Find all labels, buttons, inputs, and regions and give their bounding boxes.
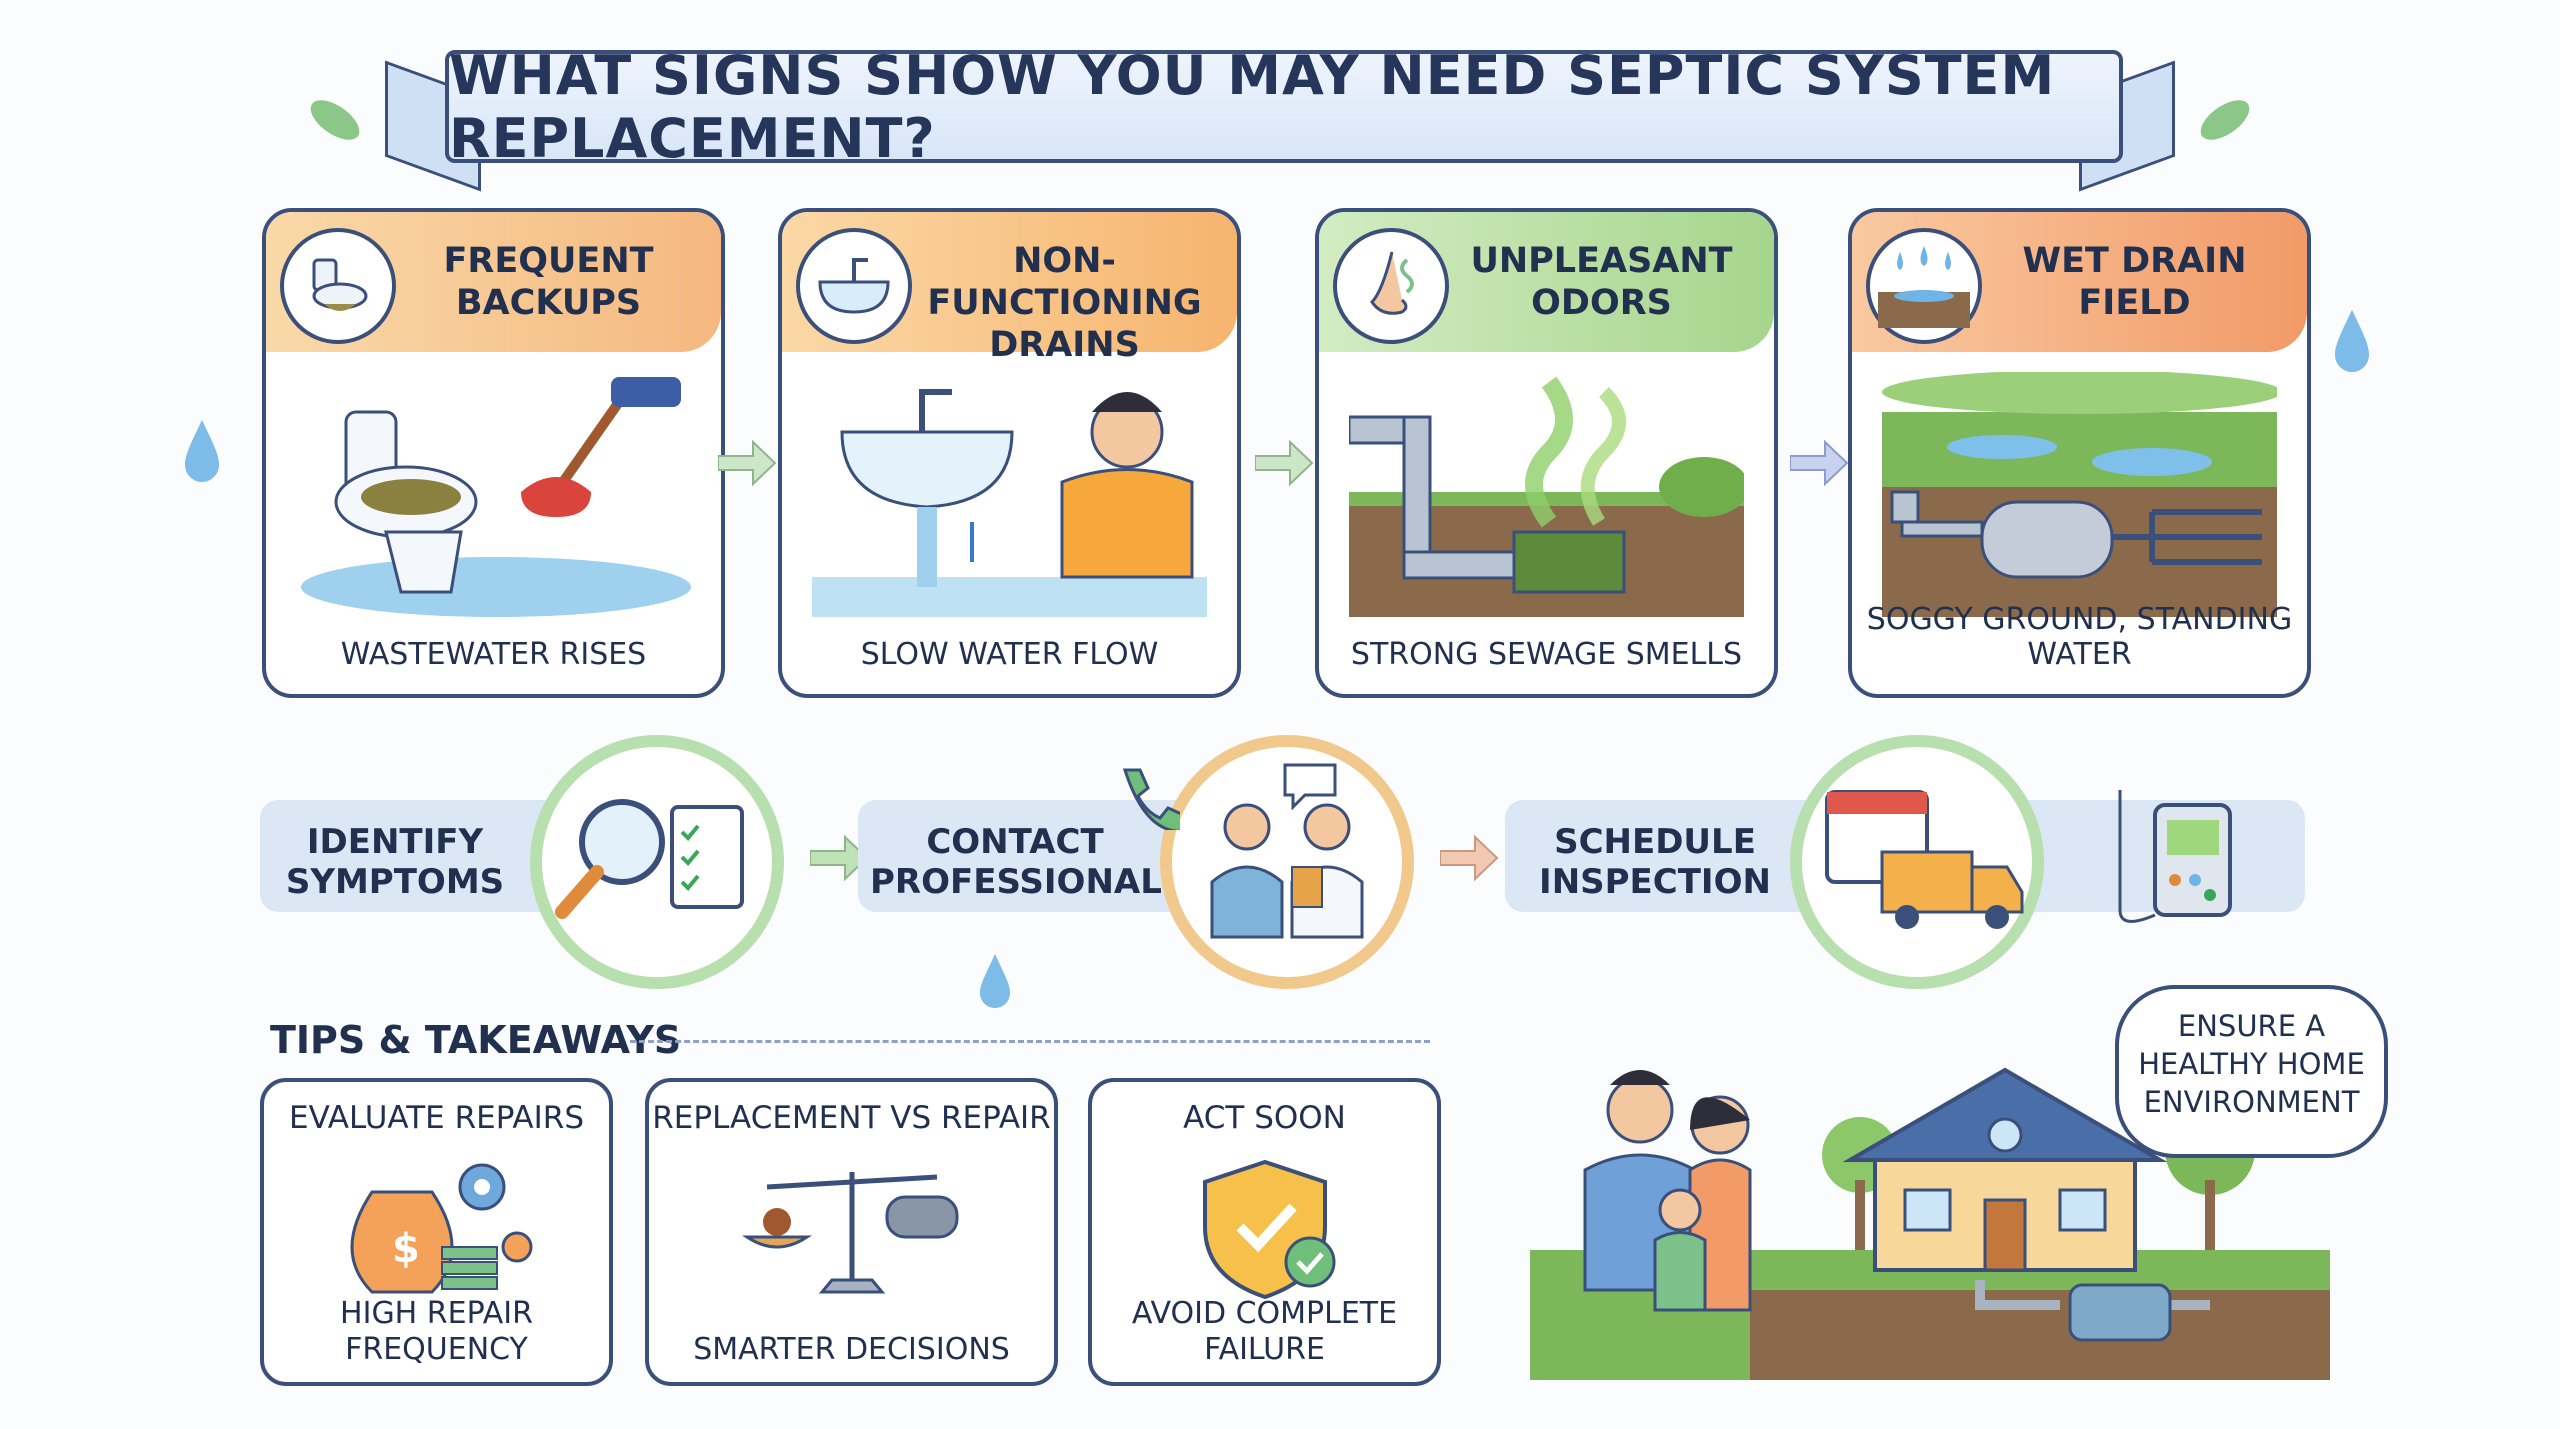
arrow-right-icon [810,834,869,882]
tip-title: ACT SOON [1183,1100,1346,1136]
tip-caption: AVOID COMPLETE FAILURE [1131,1296,1398,1367]
balance-scale-icon [741,1172,958,1294]
sewage-smell-scene [1349,376,1744,617]
family-house-icon [1530,1067,2330,1380]
sign-card-odors: UNPLEASANT ODORS STRONG SEWAGE SMELLS [1315,208,1778,698]
speech-bubble: ENSURE A HEALTHY HOME ENVIRONMENT [2115,985,2388,1158]
svg-text:$: $ [392,1226,420,1272]
tip-card-act-soon: ACT SOON AVOID COMPLETE FAILURE [1088,1078,1441,1386]
moisture-meter-icon [2118,790,2232,923]
slow-drain-scene [812,389,1207,617]
wet-field-scene [1882,372,2277,617]
money-bag-gear-icon: $ [350,1163,532,1294]
card-caption: STRONG SEWAGE SMELLS [1350,637,1743,672]
step-label: SCHEDULE INSPECTION [1539,822,1771,902]
tip-title: REPLACEMENT VS REPAIR [652,1100,1051,1136]
shield-check-icon [1202,1159,1335,1300]
arrow-right-icon [1255,439,1314,487]
title-banner: WHAT SIGNS SHOW YOU MAY NEED SEPTIC SYST… [385,44,2175,192]
arrow-right-icon [1790,439,1849,487]
water-drop-icon [185,420,219,482]
tip-card-replacement: REPLACEMENT VS REPAIR SMARTER DECISIONS [645,1078,1058,1386]
sink-icon [796,228,912,344]
tips-heading: TIPS & TAKEAWAYS [270,1018,682,1062]
tip-title: EVALUATE REPAIRS [288,1100,584,1136]
tip-caption: SMARTER DECISIONS [693,1332,1010,1367]
banner-body: WHAT SIGNS SHOW YOU MAY NEED SEPTIC SYST… [445,44,2123,170]
chat-bubble-icon [1283,763,1337,810]
leaf-icon [310,100,360,140]
magnifier-checklist-icon [530,735,784,989]
water-drop-icon [2335,310,2369,372]
card-title: WET DRAIN FIELD [2022,241,2247,323]
card-title: NON-FUNCTIONING DRAINS [927,241,1202,365]
divider [630,1040,1430,1043]
arrow-right-icon [718,439,777,487]
card-title: UNPLEASANT ODORS [1470,241,1733,323]
tip-card-evaluate: EVALUATE REPAIRS $ HIGH REPAIR FREQUENCY [260,1078,613,1386]
nose-icon [1333,228,1449,344]
page-title: WHAT SIGNS SHOW YOU MAY NEED SEPTIC SYST… [449,43,2056,170]
phone-icon [1122,768,1180,830]
step-label: IDENTIFY SYMPTOMS [285,822,505,902]
backup-scene [301,377,691,617]
card-caption: WASTEWATER RISES [340,637,647,672]
toilet-icon [280,228,396,344]
water-drop-icon [980,954,1010,1008]
leaf-icon [2200,100,2250,140]
sign-card-backups: FREQUENT BACKUPS WASTEWATER RISES [262,208,725,698]
card-title: FREQUENT BACKUPS [443,241,654,323]
calendar-truck-icon [1790,735,2044,989]
card-caption: SLOW WATER FLOW [860,637,1159,672]
water-drops-icon [1866,228,1982,344]
step-label: CONTACT PROFESSIONALS [870,822,1187,902]
arrow-right-icon [1440,834,1499,882]
sign-card-drains: NON-FUNCTIONING DRAINS SLOW WATER FLOW [778,208,1241,698]
bubble-text: ENSURE A HEALTHY HOME ENVIRONMENT [2138,1009,2365,1119]
tip-caption: HIGH REPAIR FREQUENCY [340,1296,533,1367]
card-caption: SOGGY GROUND, STANDING WATER [1866,602,2293,672]
sign-card-drain-field: WET DRAIN FIELD SOGGY GROUND, STANDING W… [1848,208,2311,698]
